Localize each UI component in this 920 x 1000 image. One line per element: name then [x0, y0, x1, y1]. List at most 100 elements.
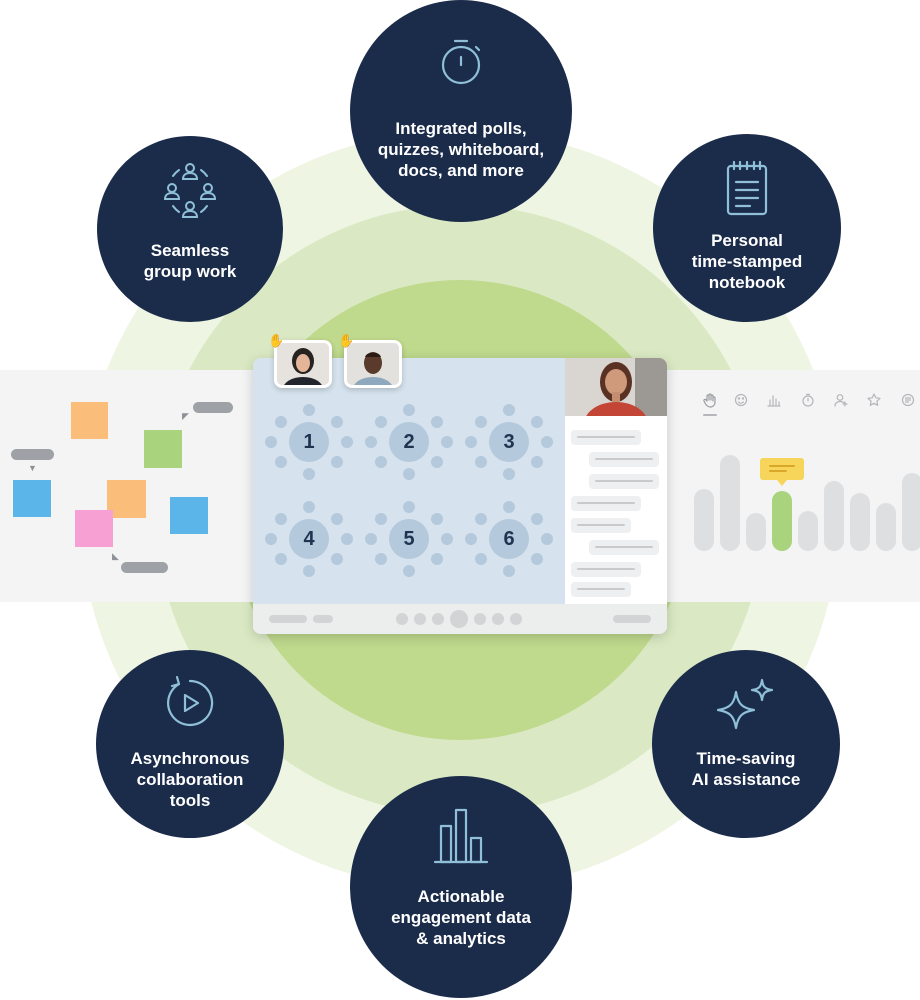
whiteboard-panel: ◤ ▼ ◣ [0, 370, 260, 602]
room-seat [503, 468, 515, 480]
room-seat [541, 436, 553, 448]
participant-avatar [274, 340, 332, 388]
sticky-note-green [144, 430, 182, 468]
room-seat [503, 565, 515, 577]
feature-async: Asynchronous collaboration tools [96, 650, 284, 838]
control-button[interactable] [414, 613, 426, 625]
room-seat [531, 513, 543, 525]
feature-notebook: Personal time-stamped notebook [653, 134, 841, 322]
room-seat [403, 404, 415, 416]
chat-message [589, 474, 659, 489]
room-number: 4 [289, 519, 329, 559]
room-seat [341, 436, 353, 448]
control-button[interactable] [474, 613, 486, 625]
room-seat [431, 513, 443, 525]
bar [798, 511, 818, 551]
breakout-room[interactable]: 4 [265, 499, 353, 579]
chat-message [571, 430, 641, 445]
breakout-room[interactable]: 3 [465, 402, 553, 482]
room-seat [475, 456, 487, 468]
room-seat [265, 436, 277, 448]
active-tool-indicator [703, 414, 717, 416]
room-seat [275, 416, 287, 428]
sparkles-icon [716, 678, 774, 730]
participant-avatar [344, 340, 402, 388]
feature-label: Seamless group work [143, 241, 237, 281]
presenter-photo [565, 358, 667, 416]
room-seat [403, 501, 415, 513]
feature-ai-assistance: Time-saving AI assistance [652, 650, 840, 838]
room-seat [331, 553, 343, 565]
star-icon[interactable] [866, 392, 882, 408]
notebook-icon [726, 160, 768, 216]
breakout-room[interactable]: 6 [465, 499, 553, 579]
cursor-label [193, 402, 233, 413]
sticky-note-blue [13, 480, 51, 517]
room-seat [475, 553, 487, 565]
group-circle-icon [163, 163, 217, 218]
chat-message [571, 562, 641, 577]
sticky-note-blue [170, 497, 208, 534]
room-seat [465, 533, 477, 545]
chat-sidebar [565, 358, 667, 604]
room-seat [375, 553, 387, 565]
sticky-note-pink [75, 510, 113, 547]
chat-icon[interactable] [900, 392, 916, 408]
cursor-arrow-icon: ▼ [28, 463, 37, 473]
poll-icon[interactable] [766, 392, 782, 408]
control-button[interactable] [432, 613, 444, 625]
control-button[interactable] [510, 613, 522, 625]
feature-analytics: Actionable engagement data & analytics [350, 776, 572, 998]
room-seat [503, 404, 515, 416]
room-seat [431, 553, 443, 565]
feature-integrated-tools: Integrated polls, quizzes, whiteboard, d… [350, 0, 572, 222]
room-seat [531, 456, 543, 468]
room-seat [275, 553, 287, 565]
breakout-room[interactable]: 1 [265, 402, 353, 482]
room-seat [331, 513, 343, 525]
room-seat [431, 416, 443, 428]
chat-message [571, 582, 631, 597]
feature-label: Integrated polls, quizzes, whiteboard, d… [377, 119, 545, 180]
control-pill[interactable] [613, 615, 651, 623]
control-pill[interactable] [269, 615, 307, 623]
user-icon[interactable] [833, 392, 849, 408]
raised-hand-icon: ✋ [338, 333, 355, 348]
room-seat [303, 468, 315, 480]
hand-icon[interactable] [702, 392, 718, 408]
room-seat [375, 416, 387, 428]
feature-label: Time-saving AI assistance [691, 749, 801, 789]
comment-tooltip [760, 458, 804, 486]
timer-icon[interactable] [800, 392, 816, 408]
feature-group-work: Seamless group work [97, 136, 283, 322]
raised-hand-icon: ✋ [268, 333, 285, 348]
analytics-panel [660, 370, 920, 602]
control-bar [253, 604, 667, 634]
breakout-room[interactable]: 2 [365, 402, 453, 482]
room-seat [441, 533, 453, 545]
chat-message [589, 452, 659, 467]
bar [876, 503, 896, 551]
control-main-button[interactable] [450, 610, 468, 628]
room-seat [475, 513, 487, 525]
chat-message [571, 518, 631, 533]
highlighted-bar [772, 491, 792, 551]
reaction-icon[interactable] [733, 392, 749, 408]
feature-label: Actionable engagement data & analytics [391, 887, 531, 948]
control-button[interactable] [396, 613, 408, 625]
control-button[interactable] [492, 613, 504, 625]
cursor-arrow-icon: ◣ [112, 551, 119, 561]
breakout-room[interactable]: 5 [365, 499, 453, 579]
room-seat [403, 468, 415, 480]
room-seat [531, 416, 543, 428]
bar-chart-icon [433, 808, 489, 864]
room-seat [431, 456, 443, 468]
sticky-note-orange [71, 402, 108, 439]
control-pill[interactable] [313, 615, 333, 623]
bar [746, 513, 766, 551]
room-seat [265, 533, 277, 545]
feature-label: Personal time-stamped notebook [691, 231, 803, 292]
bar [694, 489, 714, 551]
tooltip-line [769, 465, 795, 467]
